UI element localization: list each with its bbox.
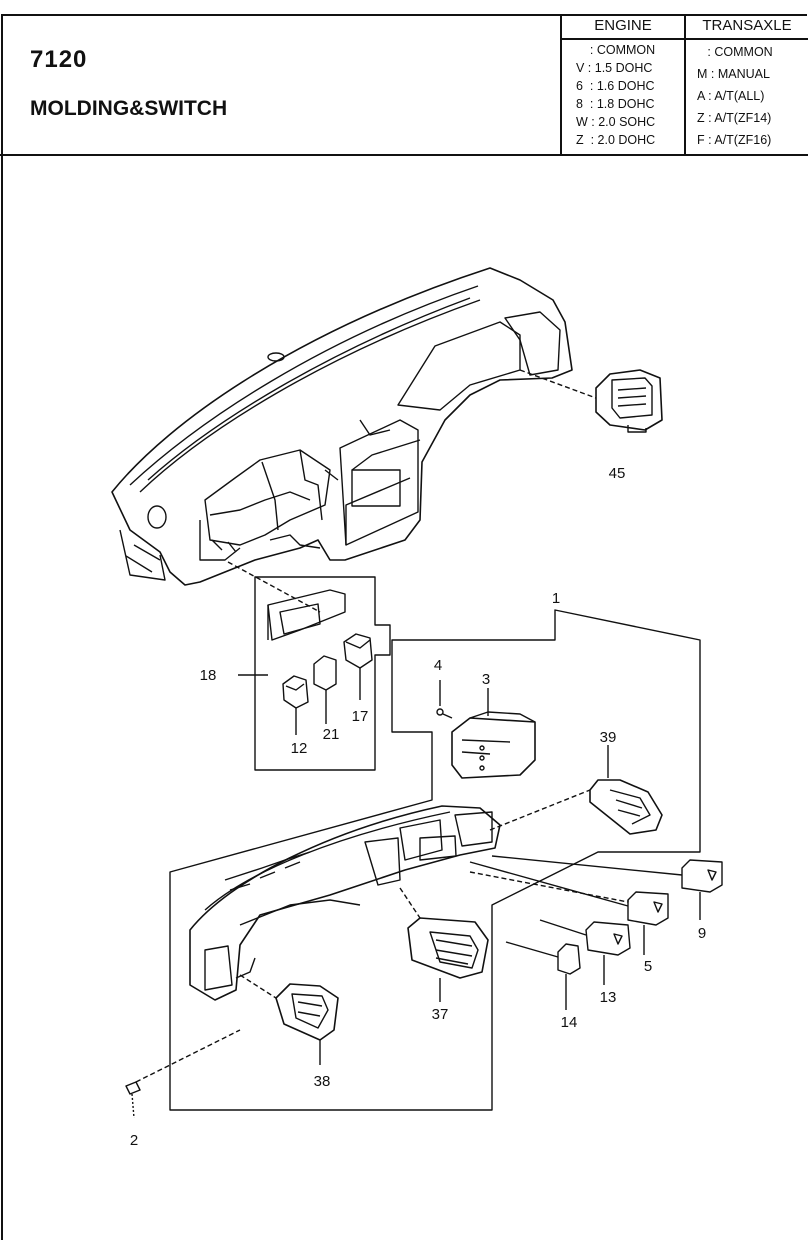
section-title: MOLDING&SWITCH	[30, 97, 228, 120]
callout-39: 39	[600, 729, 617, 746]
leader-line	[469, 855, 683, 907]
part-12-switch	[282, 675, 309, 709]
leader-line	[399, 887, 421, 919]
header	[0, 14, 808, 156]
instrument-panel-lower	[189, 805, 501, 1001]
part-17-switch	[343, 633, 373, 669]
part-18-bracket	[267, 589, 346, 641]
table-header-divider	[560, 38, 808, 40]
callout-5: 5	[644, 958, 652, 975]
part-37-vent	[407, 917, 489, 979]
leader-line	[295, 668, 361, 735]
callout-38: 38	[314, 1073, 331, 1090]
transaxle-row: Z : A/T(ZF14)	[697, 111, 772, 125]
parts-diagram: 45 1 18 12 21 17 4 3 39 9 5 13 14 37 38 …	[111, 267, 723, 1149]
header-divider	[0, 154, 808, 156]
callout-14: 14	[561, 1014, 578, 1031]
instrument-panel-upper	[111, 267, 573, 586]
callout-37: 37	[432, 1006, 449, 1023]
callout-4: 4	[434, 657, 442, 674]
part-45-vent	[595, 369, 663, 433]
part-1-box	[169, 609, 701, 1111]
leader-line	[239, 974, 277, 999]
part-5-switch	[627, 891, 669, 926]
transaxle-row: F : A/T(ZF16)	[697, 133, 772, 147]
engine-heading: ENGINE	[594, 17, 652, 34]
leader-line	[489, 789, 591, 831]
part-18-box	[254, 576, 391, 771]
section-code: 7120	[30, 46, 88, 73]
callout-45: 45	[609, 465, 626, 482]
part-4-screw	[436, 708, 453, 719]
page-frame	[1, 14, 807, 1240]
part-2-screw	[125, 1081, 141, 1119]
callout-21: 21	[323, 726, 340, 743]
part-9-switch	[681, 859, 723, 893]
leader-line	[505, 919, 587, 958]
part-13-switch	[585, 921, 631, 956]
transaxle-row: M : MANUAL	[697, 67, 770, 81]
table-left-border	[560, 14, 562, 156]
engine-row: 6 : 1.6 DOHC	[576, 79, 655, 93]
callout-1: 1	[552, 590, 560, 607]
callout-17: 17	[352, 708, 369, 725]
transaxle-row: A : A/T(ALL)	[697, 89, 765, 103]
leader-line	[565, 892, 701, 1010]
table-middle-border	[684, 14, 686, 156]
engine-row: Z : 2.0 DOHC	[576, 133, 656, 147]
part-14-switch	[557, 943, 581, 975]
engine-row: 8 : 1.8 DOHC	[576, 97, 655, 111]
leader-line	[227, 561, 321, 613]
engine-row: : COMMON	[576, 43, 656, 57]
part-38-vent	[275, 983, 339, 1041]
callout-9: 9	[698, 925, 706, 942]
part-21-switch	[313, 655, 337, 691]
engine-row: W : 2.0 SOHC	[576, 115, 656, 129]
callout-2: 2	[130, 1132, 138, 1149]
callout-3: 3	[482, 671, 490, 688]
part-3-switch-panel	[451, 711, 536, 779]
leader-line	[519, 369, 597, 399]
callout-12: 12	[291, 740, 308, 757]
engine-row: V : 1.5 DOHC	[576, 61, 653, 75]
leader-line	[135, 1029, 241, 1083]
transaxle-row: : COMMON	[697, 45, 773, 59]
callout-18: 18	[200, 667, 217, 684]
transaxle-heading: TRANSAXLE	[702, 17, 792, 34]
leader-line	[469, 871, 629, 903]
part-39-vent	[589, 779, 663, 835]
callout-13: 13	[600, 989, 617, 1006]
